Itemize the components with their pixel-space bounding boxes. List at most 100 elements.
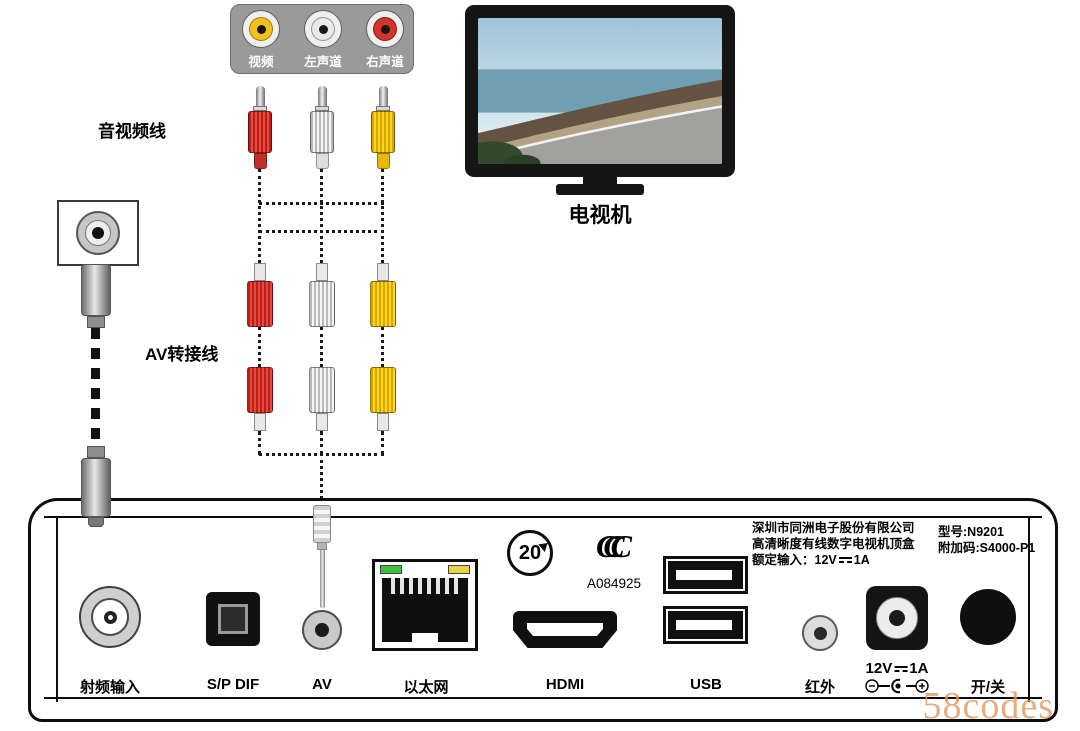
video-jack-label: 视频 — [248, 55, 274, 69]
rated-input-suffix: 1A — [853, 553, 870, 567]
coax-connector-tip — [88, 517, 104, 527]
port-label-ethernet: 以太网 — [403, 679, 449, 696]
plug-ring — [253, 106, 267, 111]
power-amps: 1A — [909, 660, 929, 677]
cable-line — [320, 169, 323, 263]
ccc-glyphs: CCC — [595, 528, 632, 564]
rca-plug-red-tv-end — [247, 86, 273, 169]
hdmi-port — [513, 611, 617, 648]
rca-plug-white-cable-end — [309, 263, 335, 327]
dc-power-jack — [866, 586, 928, 650]
power-switch-button — [960, 589, 1016, 645]
plug-ring — [315, 106, 329, 111]
rf-input-port — [79, 586, 141, 648]
cable-line — [320, 431, 323, 455]
usb-port-bottom — [663, 606, 748, 644]
ethernet-led-green — [380, 565, 402, 574]
dc-symbol — [838, 556, 852, 564]
plug-boot — [377, 263, 389, 281]
usb-port-top — [663, 556, 748, 594]
plug-tip — [378, 86, 388, 106]
plug-boot — [316, 263, 328, 281]
spdif-port — [206, 592, 260, 646]
cert-number: A084925 — [586, 576, 642, 591]
usb-tongue — [676, 620, 732, 630]
cable-line — [259, 202, 384, 205]
rca-plug-white-tv-end — [309, 86, 335, 169]
wall-socket-hole — [92, 227, 104, 239]
av-port — [302, 610, 342, 650]
port-label-ir: 红外 — [804, 679, 836, 696]
wall-antenna-socket — [57, 200, 139, 266]
plug-boot — [254, 413, 266, 431]
ccc-certification-mark: CCC — [578, 524, 650, 570]
adapter-rca-white — [309, 367, 335, 431]
ir-sensor-eye — [813, 626, 827, 640]
coax-collar — [87, 316, 105, 328]
cable-line — [258, 431, 261, 455]
plug-boot — [376, 153, 390, 169]
rca-plug-red-cable-end — [247, 263, 273, 327]
plug-body — [370, 367, 396, 413]
adapter-rca-yellow — [370, 367, 396, 431]
video-jack-hole — [256, 24, 266, 34]
cable-line — [259, 230, 384, 233]
stb-right-edge — [1028, 518, 1030, 702]
audio-left-jack — [304, 10, 342, 48]
plug-boot — [253, 153, 267, 169]
plug-boot — [254, 263, 266, 281]
ethernet-led-yellow — [448, 565, 470, 574]
plug-boot — [316, 413, 328, 431]
scene-road — [478, 104, 722, 164]
stb-left-edge — [56, 518, 58, 702]
adapter-rca-red — [247, 367, 273, 431]
port-label-hdmi: HDMI — [545, 676, 585, 693]
rated-input-prefix: 额定输入：12V — [752, 553, 837, 567]
plug-body — [247, 367, 273, 413]
rohs-years: 20 — [518, 541, 542, 564]
audio-left-jack-label: 左声道 — [304, 55, 342, 69]
audio-left-jack-ring — [311, 17, 335, 41]
av-cable-label: 音视频线 — [98, 122, 166, 141]
coax-connector-bottom — [81, 458, 111, 517]
dc-power-jack-pin — [889, 610, 905, 626]
tv-av-jack-panel: 视频 左声道 右声道 — [230, 4, 414, 74]
tv-frame — [465, 5, 735, 177]
plug-body — [310, 111, 334, 153]
audio-right-jack-label: 右声道 — [366, 55, 404, 69]
av-minijack-plug — [312, 505, 332, 608]
plug-body — [248, 111, 272, 153]
wall-socket-ring — [76, 211, 120, 255]
ir-sensor — [802, 615, 838, 651]
spdif-window — [218, 604, 248, 634]
minijack-boot — [313, 505, 331, 543]
cable-line — [258, 169, 261, 263]
audio-left-jack-group: 左声道 — [295, 10, 351, 70]
plug-boot — [315, 153, 329, 169]
port-label-switch: 开/关 — [970, 679, 1006, 696]
dc-symbol — [894, 665, 908, 673]
rohs-epup-mark: 20 — [507, 530, 553, 576]
plug-boot — [377, 413, 389, 431]
model-number: 型号:N9201 — [938, 525, 1004, 539]
scene-bush-small — [504, 154, 541, 164]
ethernet-port — [372, 559, 478, 651]
cable-line — [258, 327, 261, 367]
addon-code: 附加码:S4000-P1 — [938, 541, 1036, 555]
watermark: 58codes — [922, 685, 1054, 727]
ethernet-pins — [391, 578, 459, 594]
hdmi-slot — [527, 623, 603, 636]
plug-ring — [376, 106, 390, 111]
polarity-symbol — [865, 678, 929, 694]
scene-coast-rocks — [478, 79, 722, 150]
cable-line — [381, 169, 384, 263]
rca-plug-yellow-tv-end — [370, 86, 396, 169]
rf-input-core — [103, 610, 117, 624]
minijack-taper — [317, 543, 327, 550]
cable-line — [320, 453, 323, 506]
plug-body — [309, 281, 335, 327]
tv-stand-neck — [583, 176, 617, 185]
tv-screen-image — [478, 18, 722, 164]
product-name: 高清晰度有线数字电视机顶盒 — [752, 537, 915, 551]
